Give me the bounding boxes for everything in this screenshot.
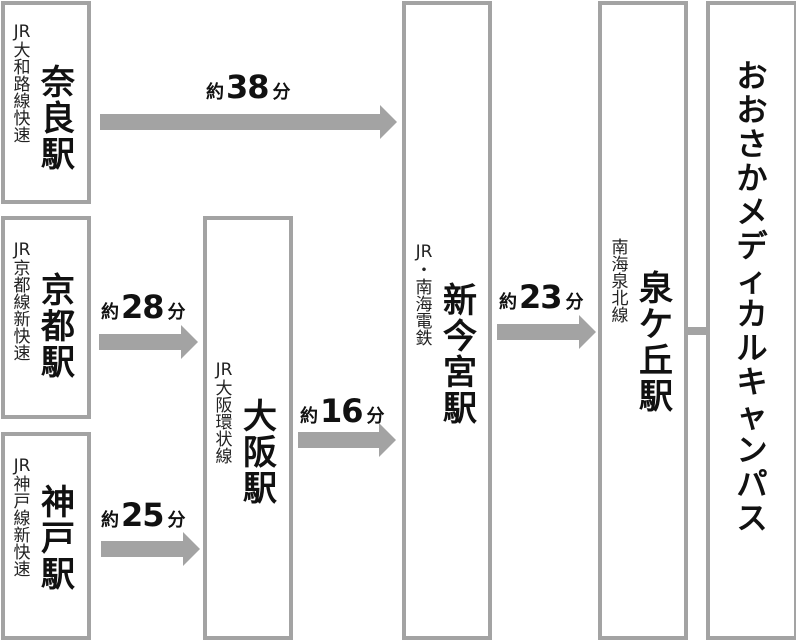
station-name-nara: 奈良駅 [41,63,75,175]
station-name-kyoto: 京都駅 [41,271,75,383]
arrow-right-icon [298,423,396,457]
station-name-izumigaoka: 泉ケ丘駅 [639,269,673,417]
station-name-osaka: 大阪駅 [243,397,277,509]
line-label-shinimamiya: JR・南海電鉄 [415,242,433,349]
destination-box [706,1,796,640]
line-label-izumigaoka: 南海泉北線 [611,238,629,326]
arrow-right-icon [100,105,397,139]
arrow-right-icon [101,532,200,566]
station-box-nara [1,1,91,204]
arrow-right-icon [497,315,596,349]
arrow-right-icon [99,325,198,359]
station-name-shinimamiya: 新今宮駅 [443,281,477,429]
destination-name: おおさかメディカルキャンパス [736,59,768,537]
station-box-kyoto [1,216,91,419]
station-box-shinimamiya [402,1,492,640]
station-name-kobe: 神戸駅 [41,483,75,595]
station-box-izumigaoka [598,1,688,640]
connector-line [688,327,706,335]
station-box-osaka [203,216,293,640]
